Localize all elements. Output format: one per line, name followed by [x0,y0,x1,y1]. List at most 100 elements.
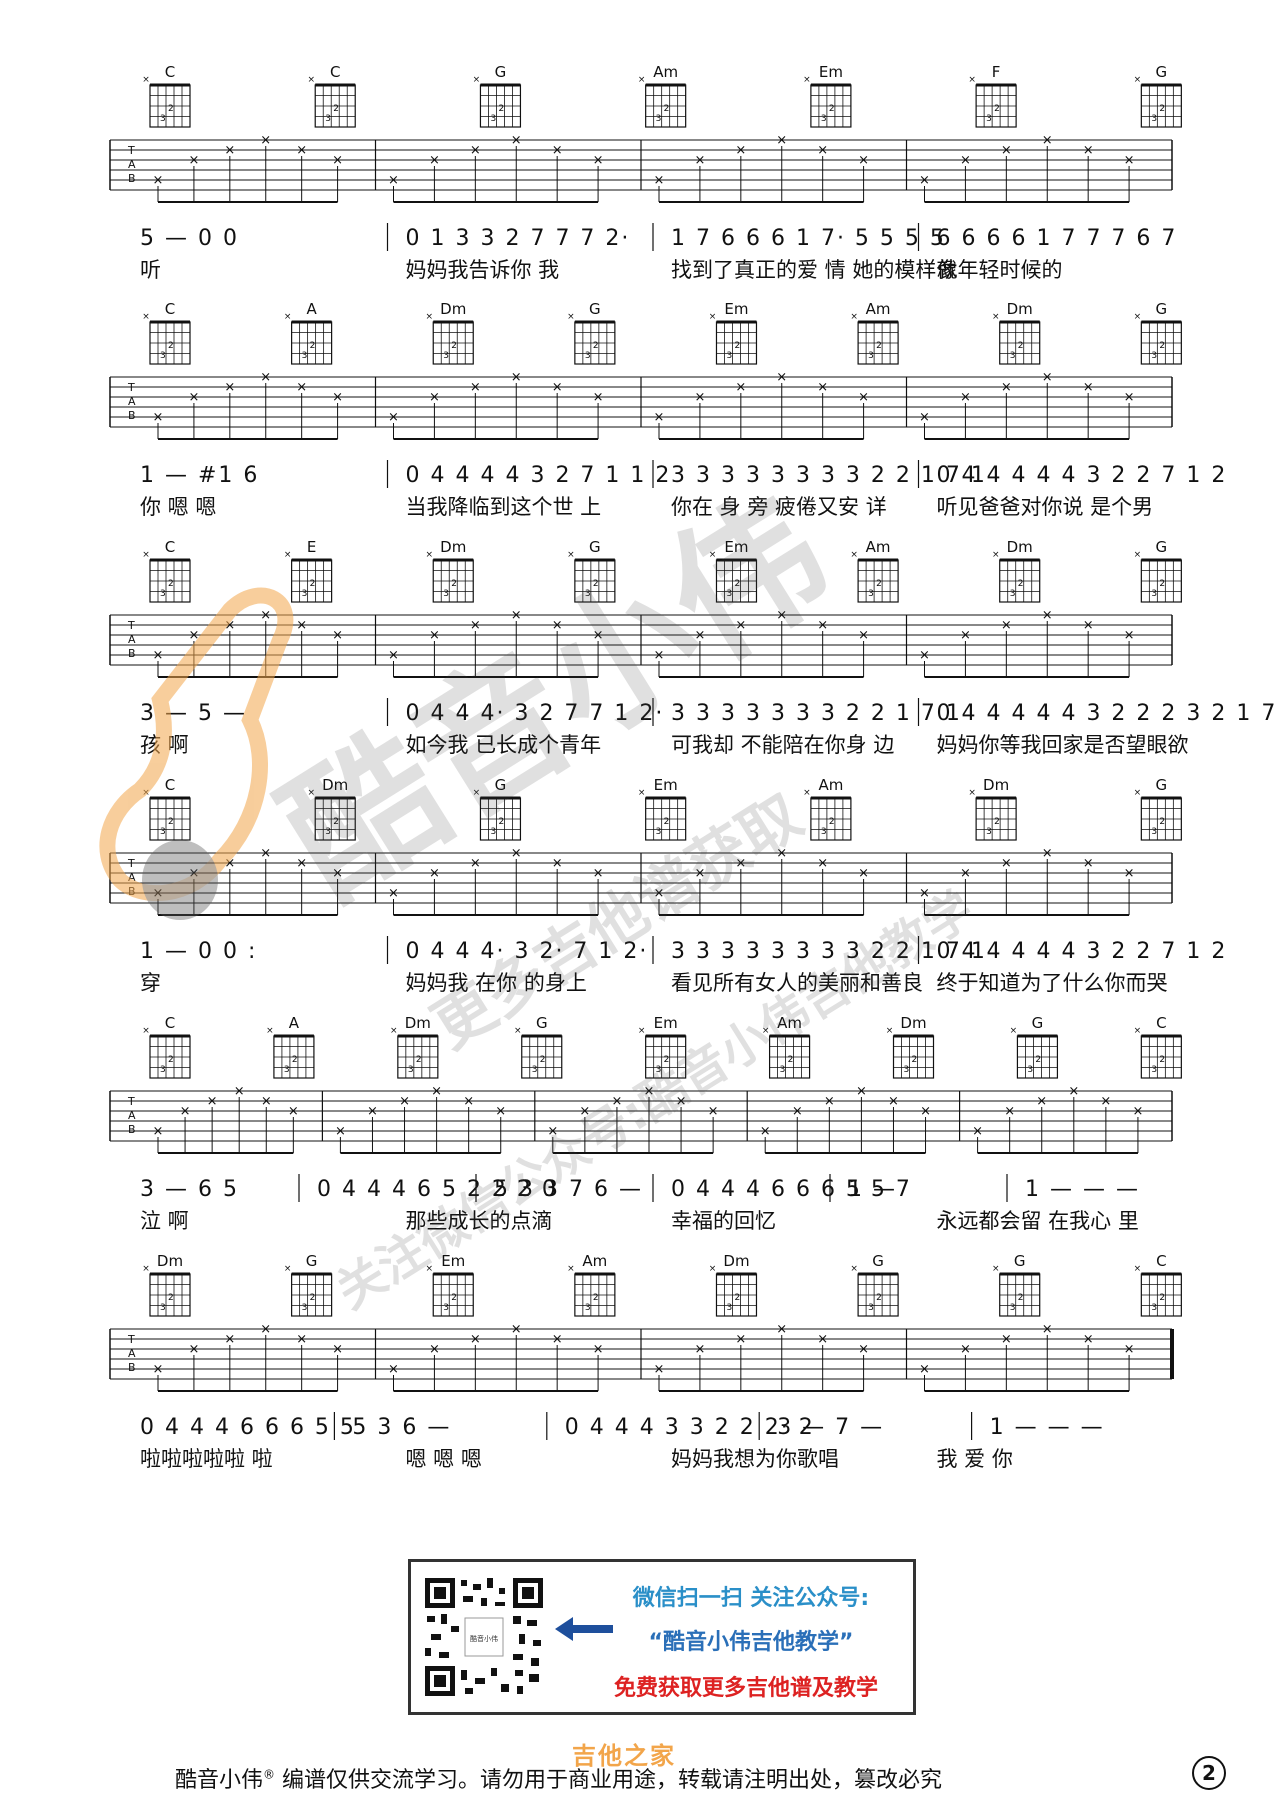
chord-name: Am [866,300,891,318]
svg-text:×: × [803,75,811,85]
svg-text:2: 2 [451,341,457,351]
registered-mark: ® [263,1767,276,1782]
svg-text:×: × [429,866,440,881]
svg-text:×: × [1068,1084,1079,1099]
svg-text:3: 3 [160,827,166,837]
chord-name: G [306,1252,318,1270]
lyric-line: 你 嗯 嗯 [140,495,216,519]
svg-text:×: × [709,1264,717,1274]
svg-text:×: × [1083,380,1094,395]
chord-name: Am [653,63,678,81]
qr-code[interactable]: 酷音小伟 [421,1574,547,1700]
chord-diagram: C×32 [142,63,191,128]
svg-text:×: × [552,618,563,633]
svg-text:3: 3 [302,351,308,361]
svg-text:×: × [817,380,828,395]
svg-text:×: × [307,788,315,798]
svg-text:2: 2 [912,1055,918,1065]
svg-text:2: 2 [664,817,670,827]
svg-text:×: × [153,648,164,663]
svg-text:A: A [128,633,136,646]
svg-text:3: 3 [160,114,166,124]
svg-text:×: × [473,788,481,798]
svg-text:×: × [399,1094,410,1109]
svg-text:×: × [332,866,343,881]
svg-text:×: × [1134,1026,1142,1036]
svg-text:×: × [511,608,522,623]
footer-notice: 酷音小伟® 编谱仅供交流学习。请勿用于商业用途，转载请注明出处，篡改必究 [175,1762,942,1794]
chord-diagram: Dm×32 [142,1252,191,1317]
svg-text:×: × [735,143,746,158]
svg-text:×: × [224,618,235,633]
jianpu-measure: 0 4 4 4 6 5 2 2 2 0 [317,1177,558,1202]
lyric-line: 妈妈我 在你 的身上 [406,971,587,995]
jianpu-measure: 3 — 7 — [777,1415,884,1440]
svg-text:×: × [1042,133,1053,148]
chord-diagram: G×32 [514,1014,563,1079]
svg-text:3: 3 [1010,1303,1016,1313]
chord-diagram: A×32 [284,300,333,365]
chord-name: G [1156,538,1168,556]
svg-text:3: 3 [1151,114,1157,124]
chord-diagram: Em×32 [638,776,687,841]
svg-text:×: × [824,1094,835,1109]
svg-text:2: 2 [1018,1293,1024,1303]
svg-text:×: × [142,312,150,322]
svg-text:×: × [266,1026,274,1036]
lyric-line: 当我降临到这个世 上 [406,495,602,519]
svg-text:×: × [142,550,150,560]
svg-text:3: 3 [656,1065,662,1075]
chord-diagram: Dm×32 [307,776,356,841]
chord-diagram: G×32 [1134,538,1182,603]
svg-text:3: 3 [1151,351,1157,361]
promo-line-3: 免费获取更多吉他谱及教学 [613,1676,878,1701]
chord-diagram: E×32 [284,538,333,603]
lyric-line: 啦啦啦啦啦 啦 [140,1447,273,1471]
svg-text:×: × [654,648,665,663]
svg-text:×: × [638,788,646,798]
jianpu-measure: 1 — #1 6 [140,463,259,488]
chord-diagram: Dm×32 [992,538,1041,603]
svg-text:×: × [552,380,563,395]
svg-text:3: 3 [726,351,732,361]
chord-name: C [165,538,175,556]
svg-text:3: 3 [1151,589,1157,599]
lyric-line: 终于知道为了什么你而哭 [937,971,1168,995]
jianpu-measure: 0 1 3 3 2 7 7 7 2· [406,226,631,251]
svg-text:2: 2 [540,1055,546,1065]
svg-text:A: A [128,395,136,408]
chord-diagram: C×32 [1134,1014,1182,1079]
score-row: C×32A×32Dm×32G×32Em×32Am×32Dm×32G×32C×32… [109,1014,1182,1233]
jianpu-measure: 0 4 4 4 3 3 2 2 2· 2 [565,1415,815,1440]
chord-name: Dm [440,538,466,556]
svg-text:2: 2 [593,579,599,589]
svg-text:2: 2 [788,1055,794,1065]
svg-text:×: × [1010,1026,1018,1036]
chord-diagram: C×32 [1134,1252,1182,1317]
svg-text:×: × [567,550,575,560]
svg-text:×: × [1134,1264,1142,1274]
lyric-line: 孩 啊 [140,733,189,757]
svg-text:×: × [429,153,440,168]
chord-name: Am [582,1252,607,1270]
svg-text:×: × [1134,312,1142,322]
svg-text:×: × [296,1332,307,1347]
svg-text:×: × [463,1094,474,1109]
svg-text:3: 3 [302,1303,308,1313]
svg-text:3: 3 [160,1065,166,1075]
lyric-line: 幸福的回忆 [671,1209,776,1233]
svg-text:3: 3 [656,827,662,837]
svg-text:×: × [776,370,787,385]
svg-text:×: × [335,1124,346,1139]
chord-diagram: Em×32 [709,300,758,365]
chord-diagram: C×32 [142,538,191,603]
svg-text:×: × [284,1264,292,1274]
svg-text:×: × [511,370,522,385]
svg-text:×: × [886,1026,894,1036]
svg-text:×: × [960,1342,971,1357]
svg-text:3: 3 [160,1303,166,1313]
chord-diagram: Em×32 [803,63,852,128]
svg-text:×: × [708,1104,719,1119]
svg-text:2: 2 [876,1293,882,1303]
svg-text:×: × [1100,1094,1111,1109]
